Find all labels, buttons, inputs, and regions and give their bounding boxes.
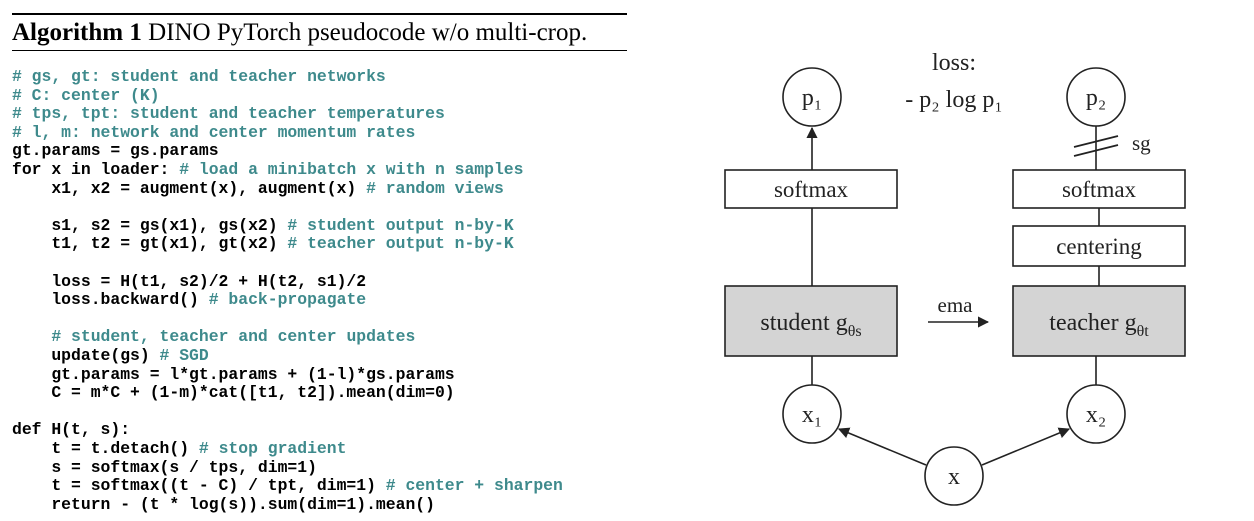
student-box (724, 285, 898, 357)
code-comment: # teacher output n-by-K (287, 234, 514, 254)
code-line: # l, m: network and center momentum rate… (12, 122, 416, 143)
p2-label: p₂ (1086, 85, 1106, 111)
teacher-label: teacher gθt (1049, 310, 1149, 340)
top-rule (12, 13, 627, 15)
code-text: C = m*C + (1-m)*cat([t1, t2]).mean(dim=0… (12, 383, 455, 403)
x-to-x2-arrow (981, 427, 1071, 466)
algorithm-number: Algorithm 1 (12, 19, 142, 46)
code-text: for x in loader: (12, 160, 180, 179)
x2-label: x₂ (1086, 402, 1106, 428)
ema-label: ema (938, 293, 974, 317)
code-line: loss = H(t1, s2)/2 + H(t2, s1)/2 (12, 271, 367, 292)
code-text: return - (t * log(s)).sum(dim=1).mean() (12, 494, 435, 514)
code-text: s = softmax(s / tps, dim=1) (12, 457, 317, 477)
code-text: x1, x2 = augment(x), augment(x) (12, 178, 367, 198)
code-line: t1, t2 = gt(x1), gt(x2) # teacher output… (12, 234, 514, 254)
code-comment: # stop gradient (198, 439, 347, 458)
code-text: gt.params = gs.params (12, 141, 219, 161)
code-comment: # back-propagate (208, 290, 367, 310)
stop-gradient-mark-1 (1073, 135, 1119, 148)
code-comment: # gs, gt: student and teacher networks (12, 67, 386, 86)
centering-label: centering (1056, 234, 1142, 259)
x-node (924, 446, 984, 506)
loss-formula: - p₂ log p₁ (905, 87, 1002, 113)
dino-diagram: p₁ p₂ loss: - p₂ log p₁ softmax softmax … (700, 0, 1254, 521)
code-comment: # student, teacher and center updates (51, 327, 416, 347)
code-text: def H(t, s): (12, 420, 131, 440)
code-line: s1, s2 = gs(x1), gs(x2) # student output… (12, 215, 514, 236)
x-label: x (948, 464, 960, 490)
student-label: student gθs (760, 310, 861, 340)
diagram-svg: p₁ p₂ loss: - p₂ log p₁ softmax softmax … (724, 50, 1186, 506)
code-line: for x in loader: # load a minibatch x wi… (12, 160, 524, 180)
code-line: # tps, tpt: student and teacher temperat… (12, 104, 445, 124)
code-comment: # center + sharpen (385, 476, 563, 496)
sg-label: sg (1132, 131, 1151, 155)
code-line: t = t.detach() # stop gradient (12, 439, 347, 459)
code-line: loss.backward() # back-propagate (12, 290, 367, 310)
code-comment: # l, m: network and center momentum rate… (12, 122, 416, 142)
code-text: update(gs) (12, 346, 160, 365)
code-line: update(gs) # SGD (12, 346, 209, 366)
loss-label: loss: (932, 50, 976, 76)
title-rule (12, 50, 627, 51)
code-comment: # load a minibatch x with n samples (179, 160, 524, 179)
teacher-softmax-label: softmax (1062, 177, 1137, 202)
code-line: C = m*C + (1-m)*cat([t1, t2]).mean(dim=0… (12, 383, 455, 403)
x1-node (782, 384, 842, 444)
code-line: # student, teacher and center updates (12, 328, 415, 347)
student-label-text: student g (760, 310, 847, 336)
code-text (12, 327, 51, 346)
code-line: # C: center (K) (12, 85, 160, 106)
student-subscript: θs (848, 323, 862, 340)
code-comment: # C: center (K) (12, 85, 160, 105)
code-comment: # SGD (159, 346, 209, 365)
code-comment: # student output n-by-K (287, 215, 514, 235)
code-text: s1, s2 = gs(x1), gs(x2) (12, 215, 288, 235)
x-to-x1-arrow (837, 427, 927, 466)
code-text: loss = H(t1, s2)/2 + H(t2, s1)/2 (12, 271, 367, 291)
x2-node (1066, 384, 1126, 444)
stop-gradient-mark-2 (1073, 144, 1119, 157)
teacher-box (1012, 285, 1186, 357)
code-line: gt.params = gs.params (12, 142, 219, 161)
code-comment: # tps, tpt: student and teacher temperat… (12, 104, 445, 124)
centering-box (1012, 225, 1186, 267)
code-text: t = t.detach() (12, 439, 199, 458)
code-line: return - (t * log(s)).sum(dim=1).mean() (12, 494, 435, 515)
x1-label: x₁ (802, 402, 822, 428)
code-line: s = softmax(s / tps, dim=1) (12, 457, 317, 478)
student-softmax-box (724, 169, 898, 209)
code-comment: # random views (366, 178, 504, 198)
teacher-subscript: θt (1137, 323, 1150, 340)
code-text: gt.params = l*gt.params + (1-l)*gs.param… (12, 364, 455, 384)
algorithm-title: Algorithm 1 DINO PyTorch pseudocode w/o … (12, 18, 587, 48)
code-line: gt.params = l*gt.params + (1-l)*gs.param… (12, 364, 455, 385)
code-text: t = softmax((t - C) / tpt, dim=1) (12, 476, 386, 496)
p1-label: p₁ (802, 85, 822, 111)
code-line: def H(t, s): (12, 421, 130, 440)
code-line: # gs, gt: student and teacher networks (12, 67, 386, 87)
code-line: x1, x2 = augment(x), augment(x) # random… (12, 178, 504, 199)
code-text: t1, t2 = gt(x1), gt(x2) (12, 234, 288, 254)
code-line: t = softmax((t - C) / tpt, dim=1) # cent… (12, 476, 563, 496)
code-text: loss.backward() (12, 290, 209, 310)
teacher-softmax-box (1012, 169, 1186, 209)
p1-node (782, 67, 842, 127)
algorithm-caption: DINO PyTorch pseudocode w/o multi-crop. (148, 19, 588, 46)
teacher-label-text: teacher g (1049, 310, 1136, 336)
student-softmax-label: softmax (774, 177, 849, 202)
